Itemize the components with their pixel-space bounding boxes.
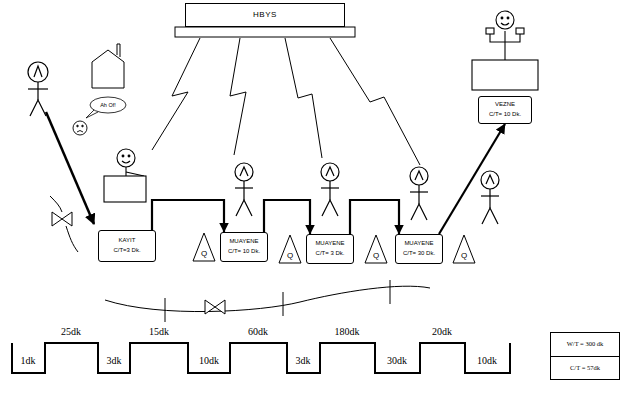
process-data-box: MUAYENE C/T= 3 Dk. (306, 234, 354, 264)
cycle-time: C/T= 30 Dk. (403, 250, 435, 258)
customer-arrow (46, 112, 94, 224)
triangle-outline (453, 235, 475, 263)
system-base-bar (175, 27, 355, 37)
triangle-outline (365, 235, 387, 263)
cycle-time: C/T= 10 Dk. (489, 111, 521, 119)
process-name: MUAYENE (404, 240, 433, 248)
speech-bubble (86, 97, 126, 118)
valve-icon (50, 196, 78, 252)
queue-mark: Q (201, 250, 207, 258)
cycle-time: 3dk (107, 355, 122, 366)
queue-mark: Q (461, 252, 467, 260)
triangle-outline (279, 235, 301, 263)
process-data-box: MUAYENE C/T= 30 Dk. (395, 234, 443, 264)
waiting-time: 25dk (61, 326, 81, 337)
process-data-box: VEZNE C/T= 10 Dk. (478, 96, 532, 124)
timeline-curve (105, 280, 430, 322)
queue-triangle: Q (452, 234, 476, 264)
waiting-time: 20dk (432, 326, 452, 337)
operator-figure (235, 163, 499, 224)
waiting-time: 180dk (335, 326, 360, 337)
cycle-time: 10dk (199, 355, 219, 366)
sad-face (73, 121, 87, 135)
process-name: KAYIT (119, 237, 136, 245)
queue-mark: Q (373, 252, 379, 260)
push-arrow (264, 200, 310, 234)
process-data-box: KAYIT C/T=3 Dk. (98, 230, 156, 262)
waiting-time: 60dk (248, 326, 268, 337)
cashier-figure (472, 11, 538, 90)
speech-text: Ah Of! (100, 102, 116, 108)
information-system-box: HBYS (185, 3, 345, 27)
clerk-figure (104, 149, 146, 202)
process-name: MUAYENE (315, 240, 344, 248)
cycle-time: C/T=3 Dk. (113, 247, 140, 255)
queue-triangle: Q (278, 234, 302, 264)
cycle-time: C/T= 3 Dk. (316, 250, 345, 258)
triangle-outline (193, 233, 215, 261)
electronic-info-flow (152, 38, 420, 165)
queue-triangle: Q (364, 234, 388, 264)
system-name: HBYS (253, 10, 277, 20)
cycle-time: 1dk (21, 355, 36, 366)
cycle-time: 10dk (477, 355, 497, 366)
push-arrow (350, 200, 399, 234)
waiting-time-total: W/T = 300 dk (551, 333, 619, 356)
cycle-time-total: C/T = 57dk (551, 356, 619, 380)
cycle-time: 3dk (296, 355, 311, 366)
timeline-ladder (12, 343, 510, 373)
queue-mark: Q (287, 252, 293, 260)
customer-figure (28, 62, 48, 116)
process-data-box: MUAYENE C/T= 10 Dk. (220, 232, 268, 262)
summary-table: W/T = 300 dkC/T = 57dk (550, 332, 620, 380)
waiting-time: 15dk (149, 326, 169, 337)
cycle-time: C/T= 10 Dk. (228, 248, 260, 256)
queue-triangle: Q (192, 232, 216, 262)
push-arrow (439, 124, 505, 234)
cycle-time: 30dk (387, 355, 407, 366)
process-name: MUAYENE (229, 238, 258, 246)
push-arrow (152, 200, 224, 232)
house-icon (92, 44, 124, 88)
process-name: VEZNE (495, 101, 515, 109)
